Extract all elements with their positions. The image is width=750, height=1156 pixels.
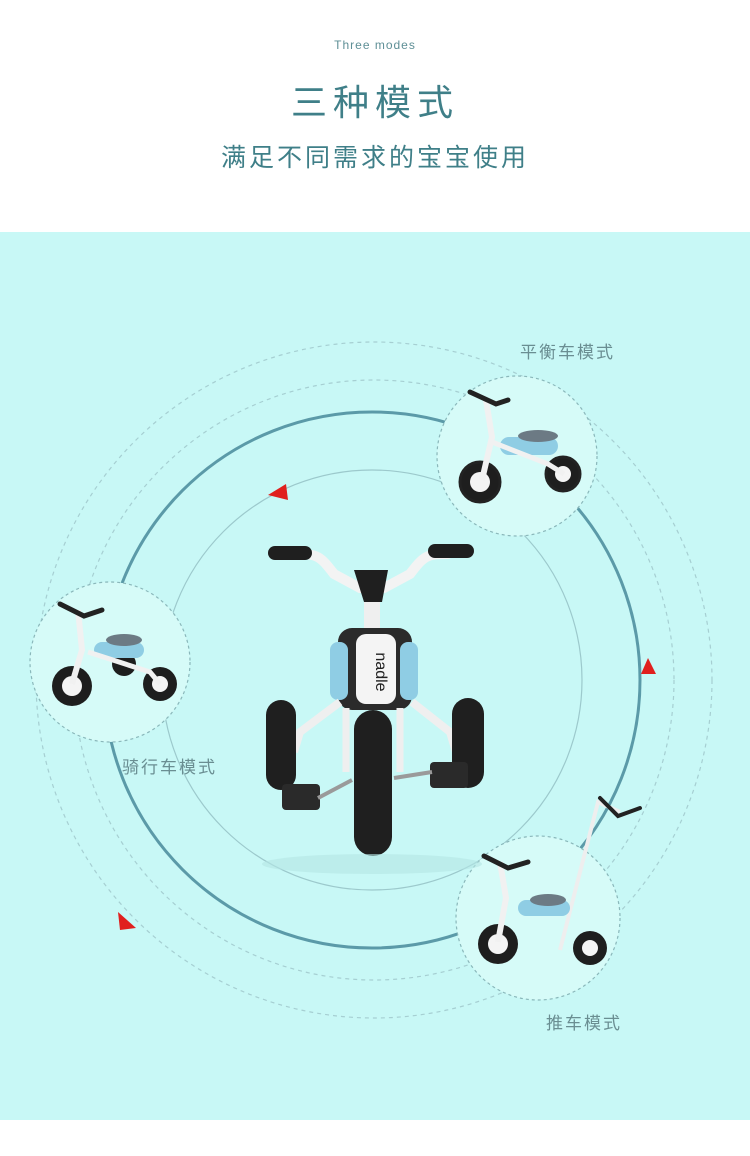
- arrow-top-left-icon: [268, 484, 288, 500]
- balance-mode-bubble: [436, 375, 598, 537]
- riding-mode-bubble: [29, 581, 191, 743]
- label-balance-mode: 平衡车模式: [520, 343, 615, 363]
- page-title: 三种模式: [290, 83, 459, 124]
- brand-on-seat: nadle: [372, 652, 389, 691]
- push-mode-bubble: [455, 796, 642, 1001]
- label-riding-mode: 骑行车模式: [122, 758, 217, 778]
- subtitle-english: Three modes: [334, 38, 416, 52]
- footer-strip: [0, 1120, 750, 1156]
- modes-diagram: nadle: [29, 341, 713, 1019]
- middle-dashed-ring: [73, 379, 675, 981]
- label-push-mode: 推车模式: [546, 1014, 622, 1034]
- arrow-right-icon: [641, 658, 656, 674]
- page-subtitle: 满足不同需求的宝宝使用: [220, 143, 529, 172]
- header-section: Three modes 三种模式 满足不同需求的宝宝使用: [0, 0, 750, 230]
- arrow-bottom-left-icon: [118, 912, 136, 930]
- central-tricycle: nadle: [262, 544, 484, 874]
- outer-dashed-ring: [35, 341, 713, 1019]
